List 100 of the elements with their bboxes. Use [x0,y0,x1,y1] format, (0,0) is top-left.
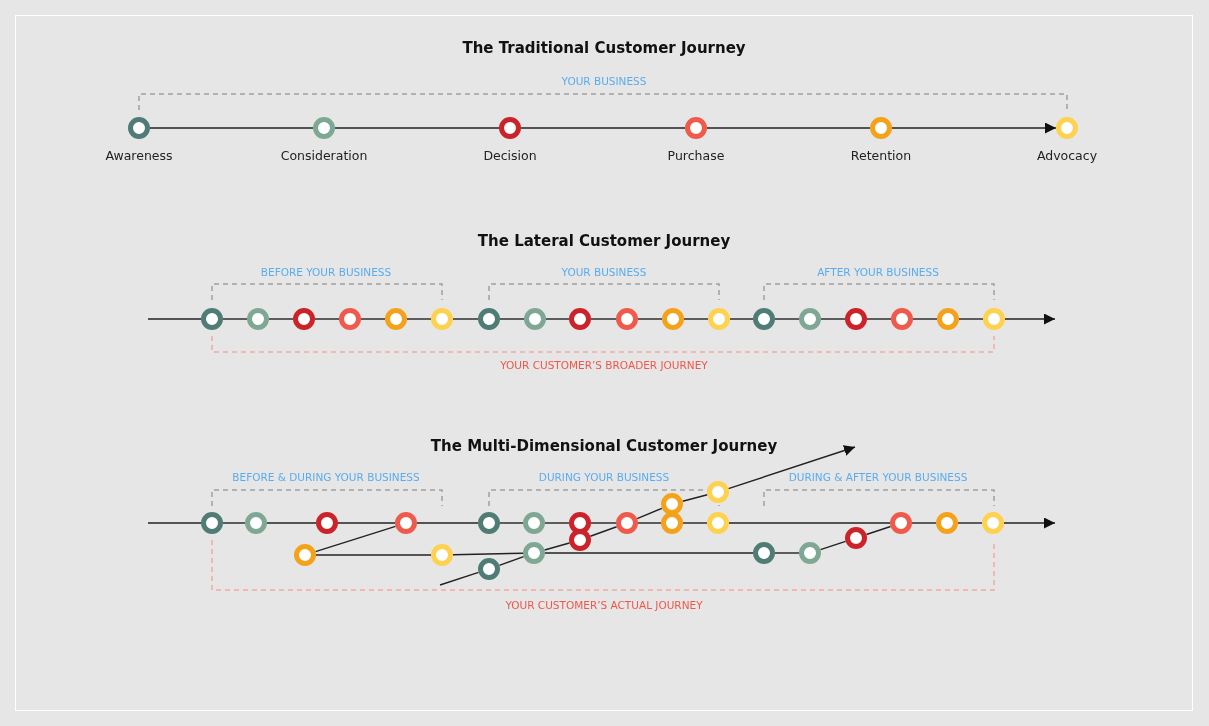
connector-line [268,318,294,320]
stage-circle [890,512,912,534]
stage-circle [685,117,707,139]
connector-line [865,525,892,536]
connector-line [912,318,938,320]
stage-circle [201,308,223,330]
bracket-label: YOUR CUSTOMER’S BROADER JOURNEY [500,360,708,371]
stage-circle [478,308,500,330]
stage-circle [201,512,223,534]
stage-label: Purchase [667,150,725,163]
stage-circle [870,117,892,139]
bracket-label: YOUR BUSINESS [561,267,647,278]
stage-circle [662,308,684,330]
stage-circle [799,542,821,564]
stage-circle [385,308,407,330]
connector-line [337,522,396,524]
stage-circle [316,512,338,534]
connector-line [728,522,891,524]
stage-circle [247,308,269,330]
stage-circle [845,527,867,549]
stage-circle [523,512,545,534]
stage-circle [891,308,913,330]
stage-label: Advocacy [1036,150,1098,163]
connector-line [452,318,479,320]
connector-line [452,552,524,556]
arrow [727,445,856,490]
connector-line [147,522,202,524]
connector-line [589,526,618,537]
stage-circle [293,308,315,330]
connector-line [637,318,663,320]
stage-circle [524,308,546,330]
stage-circle [982,512,1004,534]
connector-line [314,525,397,553]
bracket-label: BEFORE YOUR BUSINESS [260,267,392,278]
stage-circle [753,308,775,330]
connector-line [544,522,570,524]
stage-circle [661,512,683,534]
stage-circle [478,512,500,534]
connector-line [729,318,754,320]
connector-line [334,127,500,129]
connector-line [147,318,202,320]
connector-line [774,552,800,554]
connector-line [681,494,709,502]
connector-line [590,318,617,320]
connector-line [545,318,570,320]
stage-label: Retention [850,150,912,163]
connector-line [406,318,432,320]
stage-circle [499,117,521,139]
stage-circle [799,308,821,330]
stage-circle [395,512,417,534]
stage-circle [431,308,453,330]
connector-line [222,318,248,320]
stage-circle [569,529,591,551]
connector-line [360,318,386,320]
section-title: The Traditional Customer Journey [462,41,746,56]
connector-line [222,522,246,524]
connector-line [866,318,892,320]
bracket-label: DURING YOUR BUSINESS [538,472,670,483]
stage-circle [708,308,730,330]
stage-circle [245,512,267,534]
connector-line [543,542,571,551]
stage-circle [936,512,958,534]
connector-line [683,318,709,320]
connector-line [544,552,754,554]
stage-circle [569,308,591,330]
stage-circle [339,308,361,330]
connector-line [590,522,617,524]
connector-line [439,571,480,586]
stage-circle [707,481,729,503]
stage-circle [707,512,729,534]
connector-line [819,540,847,551]
bracket-label: YOUR CUSTOMER’S ACTUAL JOURNEY [505,600,703,611]
connector-line [958,318,984,320]
connector-line [774,318,800,320]
stage-circle [616,512,638,534]
stage-label: Awareness [105,150,173,163]
stage-circle [431,544,453,566]
section-title: The Lateral Customer Journey [477,234,731,249]
stage-circle [523,542,545,564]
stage-circle [661,493,683,515]
connector-line [636,507,663,520]
stage-circle [1056,117,1078,139]
stage-circle [937,308,959,330]
connector-line [314,318,340,320]
stage-circle [128,117,150,139]
stage-circle [294,544,316,566]
connector-line [416,522,479,524]
connector-line [499,522,524,524]
connector-line [820,318,846,320]
stage-circle [478,558,500,580]
arrow [1003,517,1056,529]
bracket-label: BEFORE & DURING YOUR BUSINESS [232,472,420,483]
section-title: The Multi-Dimensional Customer Journey [430,439,778,454]
connector-line [911,522,937,524]
bracket-label: DURING & AFTER YOUR BUSINESS [788,472,968,483]
bracket-label: AFTER YOUR BUSINESS [817,267,939,278]
stage-circle [753,542,775,564]
connector-line [706,127,871,129]
stage-circle [983,308,1005,330]
connector-line [520,127,686,129]
